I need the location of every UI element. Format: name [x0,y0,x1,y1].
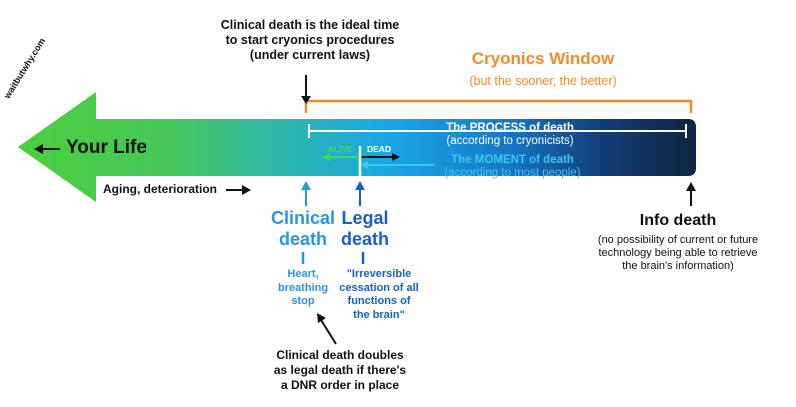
your-life-label: Your Life [66,137,147,158]
info-detail-3: the brain's information) [622,260,734,272]
alive-label: ALIVE [328,144,354,154]
info-death-title: Info death [639,212,717,229]
clinical-death-detail: Heart, breathing stop [268,268,338,309]
cryonics-window-bracket [304,99,693,113]
cryonics-window-subtitle: (but the sooner, the better) [469,74,617,88]
moment-subtitle: (according to most people) [444,167,581,179]
legal-detail-1: "Irreversible [346,268,412,280]
process-title: The PROCESS of death [446,122,574,134]
moment-of-death-label: The MOMENT of death (according to most p… [420,154,605,180]
cryonics-window-title: Cryonics Window [471,49,615,68]
legal-detail-3: functions of [347,295,411,307]
clinical-title-1: Clinical [270,208,336,228]
top-note: Clinical death is the ideal time to star… [205,18,415,63]
clinical-detail-3: stop [291,295,315,307]
info-death-detail: (no possibility of current or future tec… [590,234,766,273]
bottom-note-arrow [320,319,337,345]
info-detail-1: (no possibility of current or future [597,234,759,246]
clinical-death-title: Clinical death [258,208,348,250]
life-arrow [18,92,696,202]
legal-detail-4: the brain" [353,308,405,321]
top-note-line-2: to start cryonics procedures [225,33,395,47]
moment-title: The MOMENT of death [451,154,574,166]
top-note-line-1: Clinical death is the ideal time [220,18,400,32]
process-of-death-label: The PROCESS of death [410,122,610,135]
bottom-note-line-2: as legal death if there's [273,363,407,377]
legal-death-detail: "Irreversible cessation of all functions… [326,268,432,322]
top-note-line-3: (under current laws) [249,48,371,62]
legal-detail-2: cessation of all [339,281,419,294]
clinical-detail-1: Heart, [287,268,319,280]
legal-title-1: Legal [341,208,389,228]
bottom-note-line-3: a DNR order in place [280,378,400,392]
clinical-detail-2: breathing [277,281,329,294]
legal-title-2: death [340,229,389,249]
aging-label: Aging, deterioration [103,182,217,196]
bottom-note: Clinical death doubles as legal death if… [255,348,425,393]
dead-label: DEAD [367,144,392,154]
info-detail-2: technology being able to retrieve [598,247,758,259]
legal-death-title: Legal death [330,208,400,250]
clinical-title-2: death [278,229,327,249]
bottom-note-line-1: Clinical death doubles [276,348,404,362]
process-subtitle: (according to cryonicists) [446,135,574,147]
